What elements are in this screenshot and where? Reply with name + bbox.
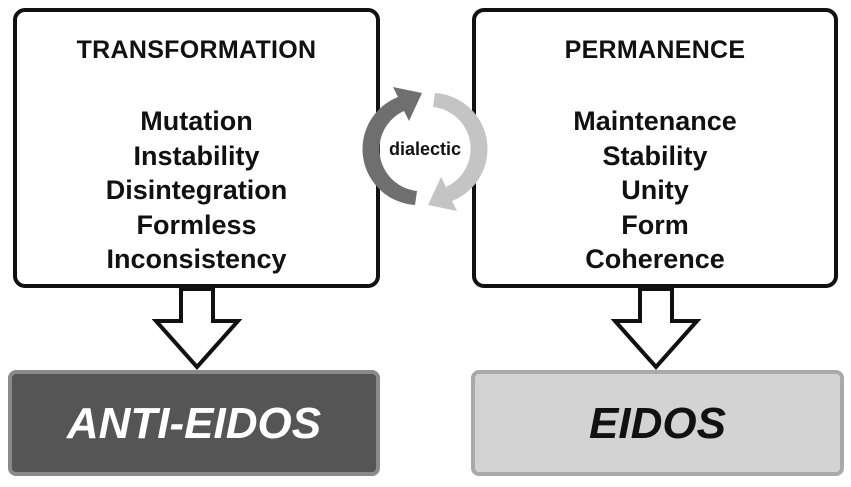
dialectic-label: dialectic [388, 139, 462, 159]
permanence-list: Maintenance Stability Unity Form Coheren… [476, 104, 834, 277]
eidos-box: EIDOS [471, 370, 844, 476]
transformation-item: Instability [133, 140, 260, 171]
permanence-box: PERMANENCE Maintenance Stability Unity F… [472, 8, 838, 288]
down-arrow-icon [152, 287, 242, 371]
transformation-item: Formless [136, 209, 257, 240]
permanence-item: Coherence [585, 244, 725, 274]
transformation-list: Mutation Instability Disintegration Form… [17, 104, 376, 277]
dialectic-cycle-icon [362, 87, 488, 211]
permanence-item: Maintenance [573, 106, 737, 136]
permanence-item: Stability [602, 140, 708, 171]
down-arrow-icon [611, 287, 701, 371]
transformation-item: Disintegration [105, 175, 288, 205]
transformation-item: Mutation [140, 106, 253, 136]
permanence-title: PERMANENCE [564, 36, 746, 64]
permanence-item: Form [621, 209, 689, 240]
permanence-item: Unity [621, 175, 689, 205]
transformation-item: Inconsistency [106, 244, 287, 274]
dark-cycle-arrow [362, 87, 422, 205]
light-cycle-arrow [428, 93, 488, 211]
transformation-title: TRANSFORMATION [76, 36, 317, 64]
anti-eidos-box: ANTI-EIDOS [8, 370, 380, 476]
transformation-box: TRANSFORMATION Mutation Instability Disi… [13, 8, 380, 288]
